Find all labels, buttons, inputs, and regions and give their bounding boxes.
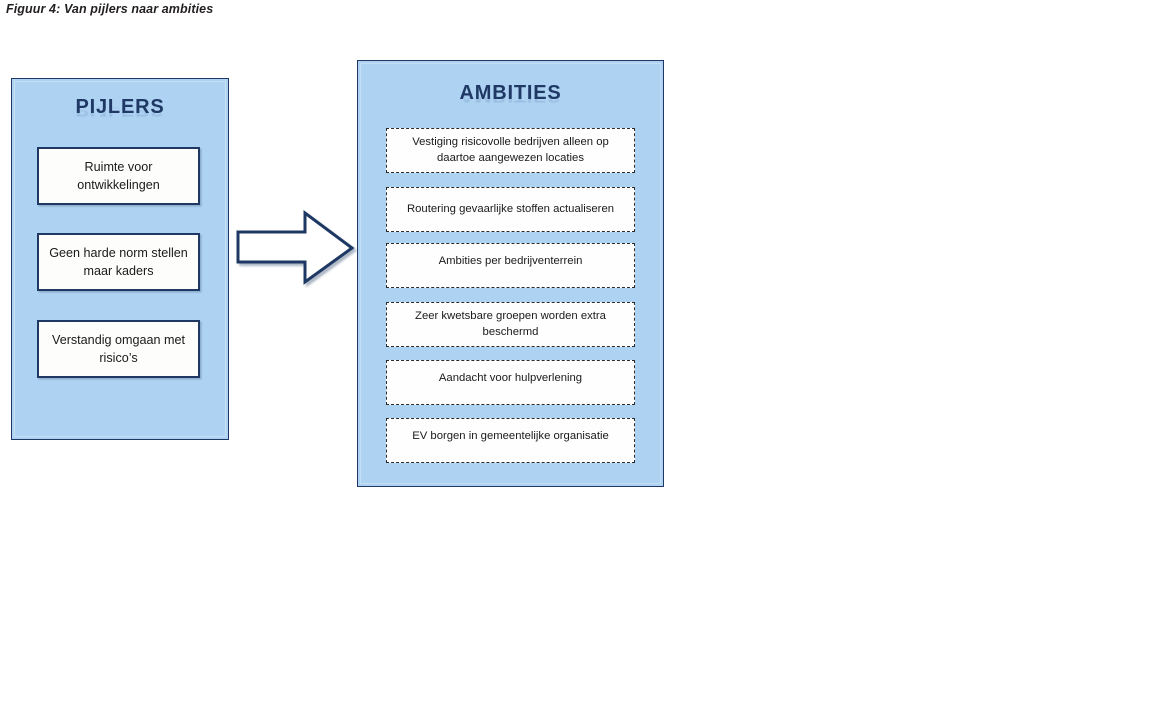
ambition-box-label: Routering gevaarlijke stoffen actualiser… <box>406 202 615 215</box>
ambitions-title-text: AMBITIES <box>459 82 562 104</box>
ambition-box-label: Vestiging risicovolle bedrijven alleen o… <box>412 135 609 164</box>
ambitions-title-reflection: AMBITIES <box>459 88 562 105</box>
pillar-box-label: Ruimte voor ontwikkelingen <box>77 159 160 192</box>
ambition-box: Zeer kwetsbare groepen worden extra besc… <box>386 302 635 347</box>
pillars-title-text: PIJLERS <box>75 96 165 118</box>
ambition-box-label: Zeer kwetsbare groepen worden extra besc… <box>415 309 606 338</box>
pillar-box-label: Verstandig omgaan met risico’s <box>51 332 185 365</box>
ambition-box: Vestiging risicovolle bedrijven alleen o… <box>386 128 635 173</box>
figure-caption: Figuur 4: Van pijlers naar ambities <box>6 2 214 16</box>
pillar-box: Ruimte voor ontwikkelingen <box>37 147 200 205</box>
ambition-box-label: Aandacht voor hulpverlening <box>438 371 583 384</box>
pillars-panel: PIJLERS PIJLERS Ruimte voor ontwikkeling… <box>11 78 229 440</box>
pillar-box-label: Geen harde norm stellen maar kaders <box>49 245 188 278</box>
ambition-box: EV borgen in gemeentelijke organisatie <box>386 418 635 463</box>
ambition-box: Aandacht voor hulpverlening <box>386 360 635 405</box>
ambition-box: Ambities per bedrijventerrein <box>386 243 635 288</box>
ambition-box: Routering gevaarlijke stoffen actualiser… <box>386 187 635 232</box>
pillar-box: Geen harde norm stellen maar kaders <box>37 233 200 291</box>
pillars-panel-title: PIJLERS PIJLERS <box>12 97 228 138</box>
ambition-box-label: EV borgen in gemeentelijke organisatie <box>412 429 609 442</box>
pillar-box: Verstandig omgaan met risico’s <box>37 320 200 378</box>
right-arrow-icon <box>236 210 355 285</box>
pillars-title-reflection: PIJLERS <box>75 102 165 119</box>
ambitions-panel-title: AMBITIES AMBITIES <box>358 83 663 124</box>
flow-connector <box>235 210 357 288</box>
ambitions-panel: AMBITIES AMBITIES Vestiging risicovolle … <box>357 60 664 487</box>
ambition-box-label: Ambities per bedrijventerrein <box>438 254 583 267</box>
